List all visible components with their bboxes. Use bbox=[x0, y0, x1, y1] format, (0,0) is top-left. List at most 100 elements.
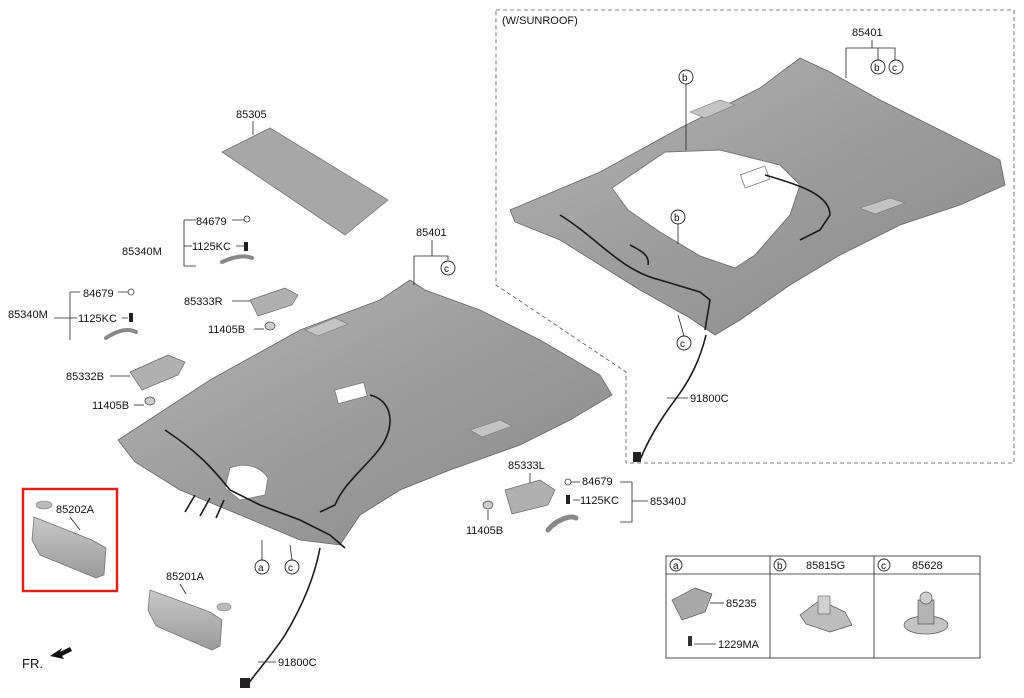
legend-c-part: 85628 bbox=[912, 560, 943, 572]
group-85333r: 85333R 11405B bbox=[184, 287, 299, 336]
visor-85201a bbox=[147, 589, 223, 651]
legend-callout-c bbox=[877, 558, 891, 572]
callout-b-top bbox=[870, 59, 886, 75]
harness-91800c-main bbox=[247, 547, 321, 685]
main-handle-recess-1 bbox=[304, 317, 349, 337]
main-wire-1 bbox=[164, 429, 346, 549]
callout-c-main-2-text: c bbox=[288, 563, 293, 574]
main-wire-2 bbox=[319, 394, 391, 513]
clip-85815g-top bbox=[817, 595, 831, 615]
label-1125kc-c: 1125KC bbox=[580, 495, 619, 507]
label-85333l: 85333L bbox=[508, 460, 545, 472]
label-85340m-b: 85340M bbox=[8, 309, 48, 321]
label-91800c-top: 91800C bbox=[690, 393, 729, 405]
front-indicator: FR. bbox=[22, 647, 72, 671]
label-1125kc-a: 1125KC bbox=[192, 241, 231, 253]
headliner-main bbox=[117, 279, 613, 688]
callout-b-1-text: b bbox=[682, 73, 688, 84]
callout-a-main-text: a bbox=[258, 563, 264, 574]
label-85202a: 85202A bbox=[56, 504, 95, 516]
callout-c-main-text: c bbox=[444, 264, 449, 275]
group-85202a: 85202A bbox=[21, 487, 119, 593]
screw-1125kc-a bbox=[244, 242, 248, 251]
dome-light-opening bbox=[739, 165, 771, 189]
callout-c-3-text: c bbox=[680, 339, 685, 350]
harness-connector-top bbox=[633, 452, 641, 462]
visor-85202a bbox=[31, 516, 107, 579]
label-11405b-c: 11405B bbox=[466, 525, 503, 537]
fr-label: FR. bbox=[22, 656, 43, 671]
headliner-sunroof bbox=[509, 57, 1006, 462]
legend-callout-b bbox=[773, 558, 787, 572]
clip-84679-c bbox=[564, 478, 572, 486]
clip-84679-b bbox=[127, 288, 135, 296]
label-85401-top: 85401 bbox=[852, 27, 883, 39]
group-85340m-a: 84679 1125KC 85340M bbox=[122, 215, 254, 267]
legend-callout-a-text: a bbox=[673, 561, 679, 572]
fastener-85628-head bbox=[919, 591, 933, 605]
label-85340m-a: 85340M bbox=[122, 246, 162, 258]
label-85340j: 85340J bbox=[650, 496, 686, 508]
sunroof-wire-3 bbox=[629, 244, 650, 266]
label-11405b-b: 11405B bbox=[92, 400, 129, 412]
harness-connector-main bbox=[240, 678, 250, 688]
visor-hinge-85202a bbox=[35, 500, 53, 510]
group-85332b: 85332B 11405B bbox=[66, 354, 186, 412]
screw-11405b-c bbox=[482, 500, 494, 510]
label-85201a: 85201A bbox=[166, 571, 205, 583]
front-arrow-icon bbox=[50, 647, 72, 659]
clip-84679-a bbox=[243, 215, 251, 223]
label-84679-b: 84679 bbox=[83, 288, 114, 300]
label-85333r: 85333R bbox=[184, 296, 223, 308]
main-handle-recess-2 bbox=[469, 419, 513, 438]
group-85340m-b: 84679 1125KC 85340M bbox=[8, 288, 138, 340]
main-wire-branches bbox=[184, 494, 225, 519]
callout-c-main bbox=[440, 260, 456, 276]
visor-hinge-85201a bbox=[216, 602, 232, 612]
label-1125kc-b: 1125KC bbox=[78, 313, 117, 325]
legend-callout-c-text: c bbox=[881, 561, 886, 572]
handle-85340m-b bbox=[104, 328, 138, 340]
callout-b-2-text: b bbox=[674, 213, 680, 224]
screw-11405b-a bbox=[264, 321, 276, 331]
label-85332b: 85332B bbox=[66, 371, 104, 383]
label-11405b-a: 11405B bbox=[208, 324, 245, 336]
legend-table: a b 85815G c 85628 85235 1229MA bbox=[665, 555, 981, 659]
label-84679-c: 84679 bbox=[582, 476, 613, 488]
label-85305: 85305 bbox=[236, 109, 267, 121]
sunroof-wire-2 bbox=[764, 174, 831, 241]
screw-1229ma bbox=[688, 636, 692, 646]
handle-85340m-a bbox=[220, 254, 254, 264]
legend-a-part1: 85235 bbox=[726, 598, 757, 610]
grab-handle-recess-1 bbox=[689, 99, 736, 119]
label-85401-main: 85401 bbox=[416, 227, 447, 239]
callouts-main: 85401 c a c 91800C bbox=[254, 227, 456, 669]
pad-85305 bbox=[221, 127, 389, 236]
label-84679-a: 84679 bbox=[196, 216, 227, 228]
legend-callout-b-text: b bbox=[777, 561, 783, 572]
highlight-box-85202a bbox=[21, 487, 119, 593]
grab-handle-recess-2 bbox=[859, 197, 906, 215]
screw-1125kc-b bbox=[129, 313, 133, 322]
legend-callout-a bbox=[669, 558, 683, 572]
label-91800c-main: 91800C bbox=[278, 657, 317, 669]
part-85305: 85305 bbox=[221, 109, 389, 236]
sunroof-wire-1 bbox=[559, 214, 711, 331]
screw-11405b-b bbox=[144, 396, 156, 406]
bracket-85333l bbox=[504, 479, 556, 515]
harness-91800c-top bbox=[639, 334, 707, 461]
group-85201a: 85201A bbox=[147, 571, 232, 651]
lamp-85235 bbox=[671, 587, 713, 621]
sunroof-frame: (W/SUNROOF) bbox=[495, 9, 1015, 464]
screw-1125kc-c bbox=[566, 495, 570, 504]
legend-b-part: 85815G bbox=[806, 560, 845, 572]
bracket-85333r bbox=[249, 287, 299, 317]
callout-c-top bbox=[888, 59, 904, 75]
callouts-upper: 85401 b c b b c 91800C bbox=[667, 27, 904, 405]
main-dome-opening bbox=[334, 381, 368, 405]
sunroof-title: (W/SUNROOF) bbox=[502, 15, 578, 27]
callout-b-top-text: b bbox=[874, 63, 880, 74]
bracket-85332b bbox=[129, 354, 186, 391]
